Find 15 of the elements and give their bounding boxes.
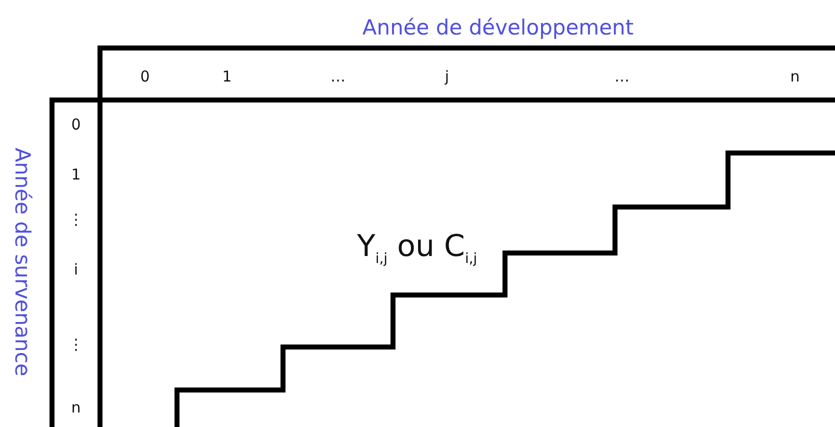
axis-title: Année de survenance (12, 148, 32, 376)
header-label: 0 (140, 70, 150, 84)
header-label: 1 (71, 168, 81, 182)
axis-title: Année de développement (362, 18, 634, 38)
header-label: n (790, 70, 800, 84)
header-label: ⋮ (68, 212, 84, 228)
header-label: … (614, 70, 630, 84)
header-label: n (71, 400, 81, 416)
header-label: 0 (71, 118, 81, 132)
header-label: ⋮ (68, 338, 84, 352)
header-label: 1 (222, 70, 232, 84)
header-label: j (444, 70, 450, 84)
header-label: i (74, 262, 78, 278)
header-label: … (330, 70, 346, 84)
formula-text: Y$_{i,j}$ ou C$_{i,j}$ (357, 232, 478, 266)
